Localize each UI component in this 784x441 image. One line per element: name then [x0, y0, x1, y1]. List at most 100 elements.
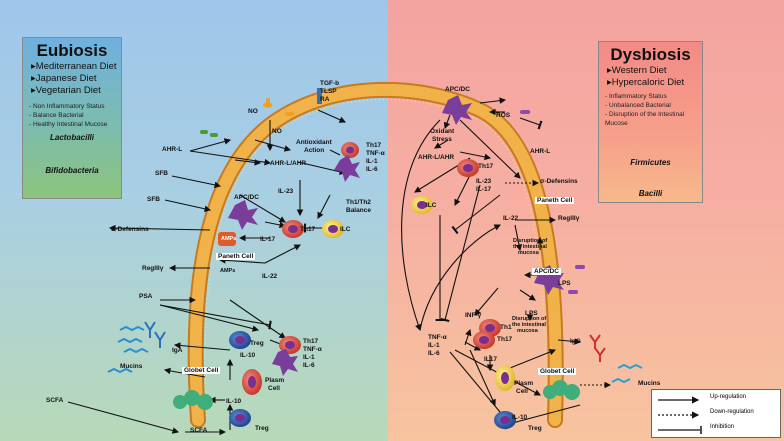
eubiosis-panel: Eubiosis Mediterranean Diet Japanese Die…: [22, 37, 122, 199]
lps-bacteria: [520, 110, 585, 294]
dysbiosis-title: Dysbiosis: [610, 45, 691, 64]
label-stress: Stress: [432, 136, 452, 143]
status-item: Non Inflammatory Status: [29, 102, 121, 111]
label-lps: LPS: [525, 310, 538, 317]
label-disruption: mucosa: [517, 328, 538, 334]
label-apc-dc-2: APC/DC: [532, 268, 561, 275]
label-ahrl-ahr: AHR-L/AHR: [270, 160, 307, 167]
label-igg: IgG: [570, 338, 581, 345]
label-goblet-cell: Globet Cell: [538, 368, 577, 375]
label-tnf: TNF-α: [428, 334, 447, 341]
label-il17: IL17: [484, 356, 498, 363]
label-mucins: Mucins: [120, 363, 143, 370]
label-apc: APC/DC: [234, 194, 259, 201]
label-th1th2: Th1/Th2: [346, 199, 371, 206]
label-ra: RA: [320, 96, 330, 103]
label-disruption: the intestinal: [512, 322, 546, 328]
diet-item: Western Diet: [607, 65, 702, 77]
label-il10b: IL-10: [226, 398, 242, 405]
label-il10: IL-10: [512, 414, 528, 421]
label-defensins: σ-Defensins: [540, 178, 578, 185]
dysbiosis-background: [388, 0, 784, 441]
legend-inhibition: Inhibition: [656, 424, 780, 434]
label-ahrl: AHR-L: [530, 148, 551, 155]
right-cells: [411, 95, 643, 429]
status-item: Healthy Intestinal Mucose: [29, 120, 121, 129]
label-paneth-cell: Paneth Cell: [535, 197, 575, 204]
label-il6: IL-6: [366, 166, 378, 173]
label-tgf: TGF-b: [320, 80, 340, 87]
label-no: NO: [248, 108, 258, 115]
right-arrows: [401, 97, 612, 430]
label-th17b: Th17: [497, 336, 513, 343]
label-th17: Th17: [478, 163, 494, 170]
bacteria-label: Bacilli: [638, 189, 663, 198]
label-action: Action: [304, 147, 325, 154]
sfb-bacteria: [200, 130, 218, 137]
label-apc: APC/DC: [445, 86, 470, 93]
label-scfa: SCFA: [46, 397, 64, 404]
label-antioxidant: Antioxidant: [296, 139, 332, 146]
label-il6b: IL-6: [303, 362, 315, 369]
label-cell: Cell: [268, 385, 280, 392]
label-paneth-cell: Paneth Cell: [216, 253, 256, 260]
diet-item: Vegetarian Diet: [31, 85, 121, 97]
legend-label: Down-regulation: [710, 409, 754, 415]
label-psa: PSA: [139, 293, 153, 300]
mucin-strands-right: [611, 363, 643, 384]
label-treg2: Treg: [255, 425, 269, 432]
label-il17: IL-17: [476, 186, 492, 193]
label-sfb: SFB: [147, 196, 160, 203]
left-cells: [107, 88, 360, 427]
label-disruption: the intestinal: [513, 244, 547, 250]
label-th17c: Th17: [303, 338, 319, 345]
label-th1: Th1: [500, 324, 512, 331]
amps-granule-left: [218, 232, 236, 246]
legend-down-regulation: Down-regulation: [656, 409, 780, 419]
bacteria-label: Lactobacilli: [49, 133, 94, 142]
label-tnf: TNF-α: [366, 150, 385, 157]
label-il6: IL-6: [428, 350, 440, 357]
diet-item: Japanese Diet: [31, 73, 121, 85]
label-mucins: Mucins: [638, 380, 661, 387]
dysbiosis-panel: Dysbiosis Western Diet Hypercaloric Diet…: [598, 41, 703, 203]
label-plasm: Plasm: [265, 377, 285, 384]
label-regiii: RegIIIγ: [558, 215, 580, 222]
label-regiii: RegIIIγ: [142, 265, 164, 272]
status-item: Balance Bacterial: [29, 111, 121, 120]
label-plasm: Plasm: [514, 380, 534, 387]
label-il10: IL-10: [240, 352, 256, 359]
diet-item: Hypercaloric Diet: [607, 77, 702, 89]
bacteria-label: Bifidobacteria: [45, 166, 99, 175]
iga-antibodies: [144, 321, 166, 348]
status-item: Inflammatory Status: [605, 92, 702, 101]
label-il23: IL-23: [476, 178, 492, 185]
eubiosis-title: Eubiosis: [36, 41, 108, 60]
label-lps: LPS: [558, 280, 571, 287]
igg-antibodies: [589, 334, 606, 362]
label-disruption: Disruption of: [513, 238, 548, 244]
label-th17b: Th17: [300, 226, 316, 233]
label-cell: Cell: [516, 388, 528, 395]
tgf-receptor: [317, 88, 322, 104]
intestinal-membrane: [187, 81, 564, 428]
label-iga: IgA: [172, 347, 183, 354]
goblet-cell-left: [173, 390, 213, 410]
label-defensins: σ-Defensins: [111, 226, 149, 233]
label-il1: IL-1: [366, 158, 378, 165]
label-amps: AMPs: [221, 236, 237, 242]
label-th17: Th17: [366, 142, 382, 149]
mucin-strands-left: [107, 325, 149, 374]
label-il22: IL-22: [262, 273, 278, 280]
diet-item: Mediterranean Diet: [31, 61, 121, 73]
label-ilc: ILC: [340, 226, 351, 233]
label-amps: AMPs: [220, 268, 236, 274]
label-disruption: mucosa: [518, 250, 539, 256]
label-treg: Treg: [250, 340, 264, 347]
label-sfb: SFB: [155, 170, 168, 177]
label-oxidant: Oxidant: [430, 128, 455, 135]
label-disruption: Disruption of: [512, 316, 547, 322]
apc-dc-right-top: [442, 95, 472, 125]
label-ahrl: AHR-L: [162, 146, 183, 153]
